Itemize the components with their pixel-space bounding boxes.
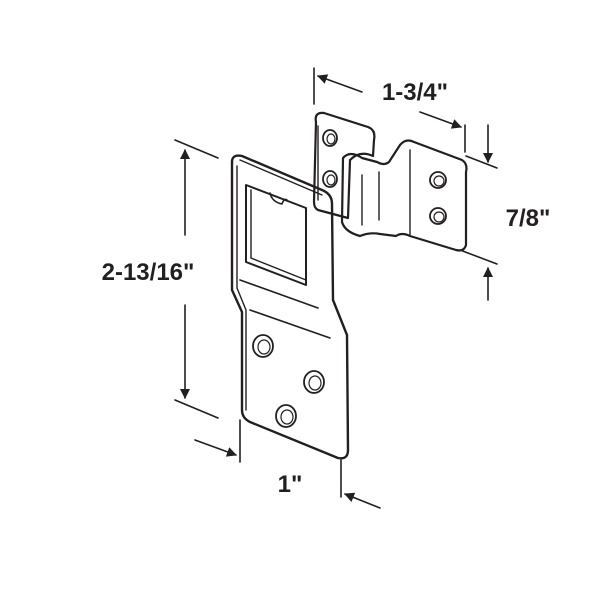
hole-icon [275, 404, 297, 428]
bracket-height-label: 7/8" [506, 205, 551, 232]
width-label: 1" [278, 471, 303, 498]
hole-icon [252, 334, 274, 358]
hole-icon [322, 170, 338, 188]
upper-bracket [312, 111, 468, 252]
dimension-overall-height: 2-13/16" [102, 139, 219, 419]
height-label: 2-13/16" [102, 259, 195, 286]
bracket-width-label: 1-3/4" [382, 79, 448, 106]
hole-icon [429, 207, 447, 225]
dimension-bracket-width: 1-3/4" [313, 67, 466, 153]
dimension-plate-width: 1" [194, 419, 381, 509]
hole-icon [322, 129, 338, 147]
dimension-bracket-height: 7/8" [459, 124, 551, 301]
front-plate [230, 154, 350, 460]
hole-icon [303, 370, 325, 394]
hole-icon [429, 171, 447, 189]
